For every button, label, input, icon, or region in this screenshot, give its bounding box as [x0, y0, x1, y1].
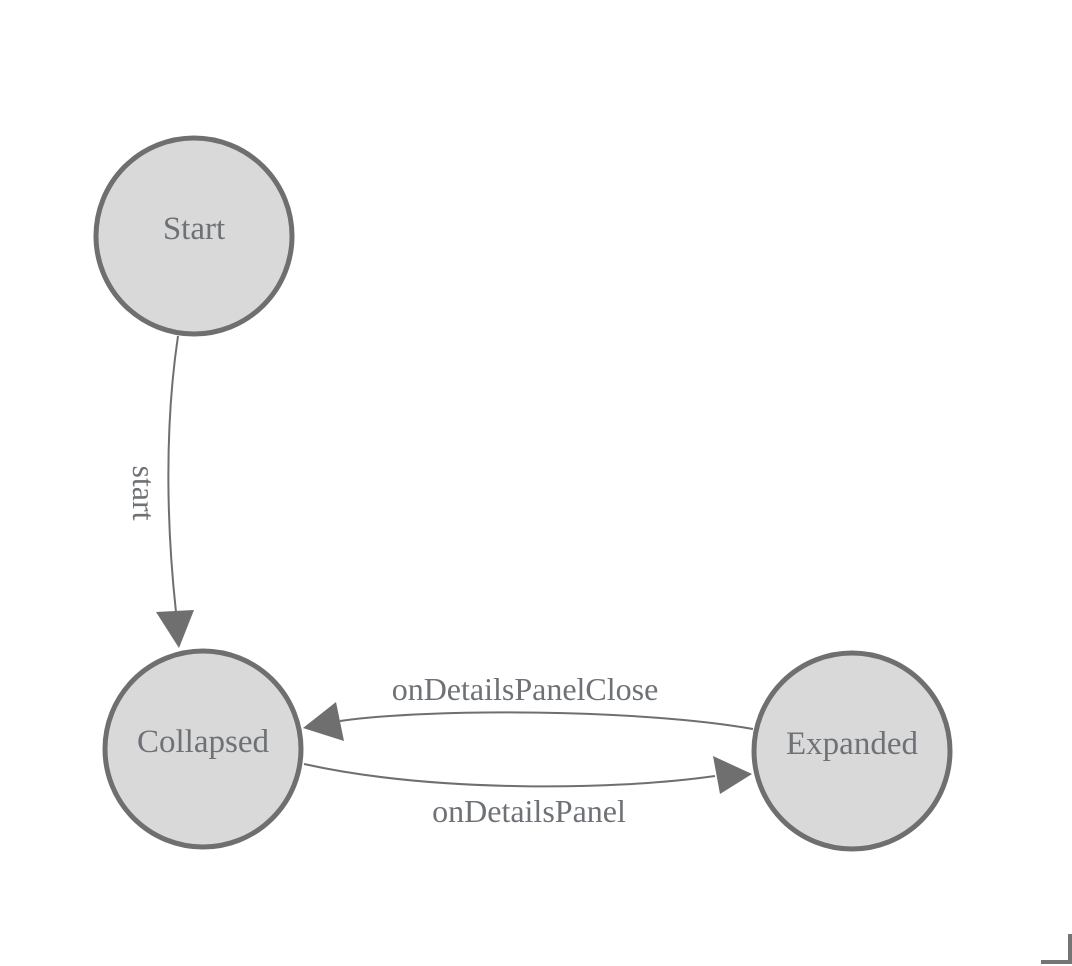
- edge-label-ondetailspanel: onDetailsPanel: [432, 793, 626, 829]
- canvas-resize-corner[interactable]: [1041, 934, 1072, 964]
- arrowhead-into-expanded-left: [713, 756, 752, 794]
- edge-expanded-to-collapsed: onDetailsPanelClose: [303, 671, 754, 741]
- edge-start-to-collapsed: start: [126, 335, 194, 648]
- node-collapsed-label: Collapsed: [137, 724, 269, 760]
- node-start[interactable]: Start: [93, 135, 295, 337]
- edge-line-collapsed-to-expanded: [303, 763, 716, 788]
- arrowhead-into-collapsed-top: [156, 610, 194, 648]
- node-collapsed-circle[interactable]: [102, 648, 304, 850]
- edge-line-expanded-to-collapsed: [339, 711, 754, 730]
- edge-collapsed-to-expanded: onDetailsPanel: [303, 756, 752, 829]
- arrowhead-into-collapsed-right: [303, 702, 344, 741]
- node-expanded[interactable]: Expanded: [751, 650, 953, 852]
- node-collapsed[interactable]: Collapsed: [102, 648, 304, 850]
- edge-label-start: start: [126, 465, 162, 520]
- node-expanded-circle[interactable]: [751, 650, 953, 852]
- edge-label-ondetailspanelclose: onDetailsPanelClose: [392, 671, 659, 707]
- node-start-label: Start: [163, 211, 225, 247]
- node-expanded-label: Expanded: [786, 726, 918, 762]
- edge-line-start-to-collapsed: [167, 335, 179, 613]
- node-start-circle[interactable]: [93, 135, 295, 337]
